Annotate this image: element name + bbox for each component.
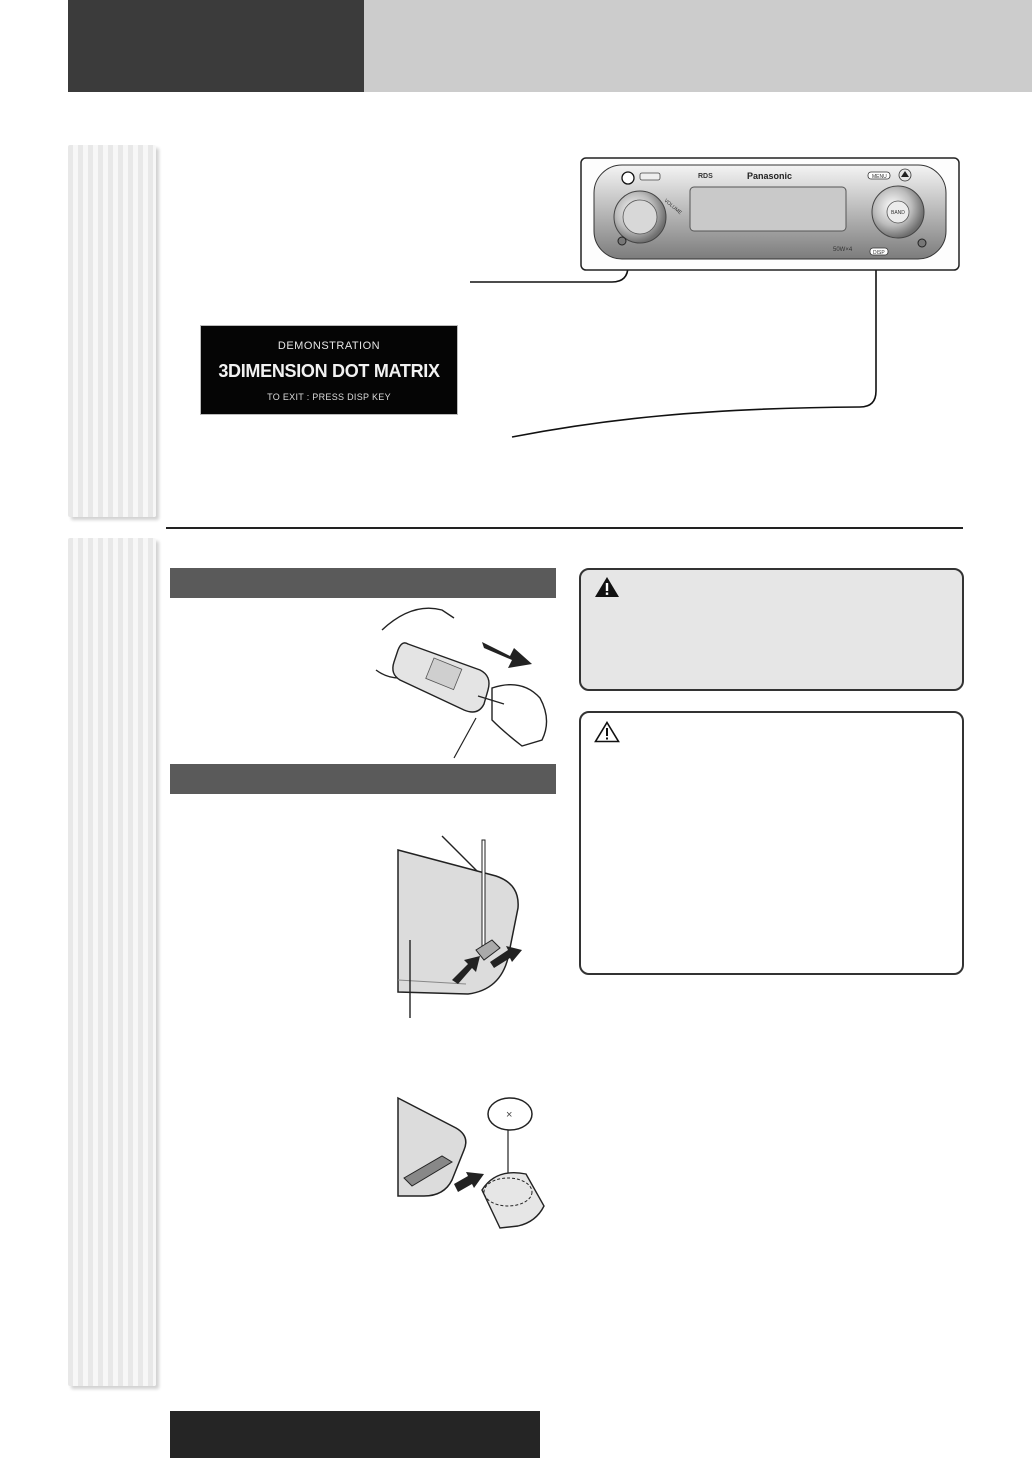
warning-box: [579, 568, 964, 691]
battery-plus-mark: ×: [506, 1109, 512, 1121]
remote-removal-illustration: [375, 607, 548, 759]
section-bar-2: [170, 764, 556, 794]
demo-line-2: 3DIMENSION DOT MATRIX: [218, 361, 440, 381]
section-divider: [166, 527, 963, 529]
svg-text:Panasonic: Panasonic: [747, 171, 792, 181]
side-tab-top: [68, 145, 156, 517]
eject-icon: [901, 171, 909, 177]
caution-triangle-icon: [594, 721, 620, 743]
car-stereo-illustration: Panasonic RDS VOLUME MENU DISP 50W×4 BAN…: [580, 157, 960, 271]
battery-insert-illustration: ×: [397, 1096, 545, 1229]
caution-box: [579, 711, 964, 975]
footer-bar: [170, 1411, 540, 1458]
svg-text:50W×4: 50W×4: [833, 247, 853, 253]
header-dark-block: [68, 0, 364, 92]
svg-text:RDS: RDS: [698, 173, 713, 180]
remote-pin-illustration: [397, 835, 522, 1018]
svg-text:BAND: BAND: [891, 210, 905, 216]
header-light-block: [364, 0, 1032, 92]
warning-triangle-icon: [595, 577, 619, 597]
demo-display: DEMONSTRATION 3DIMENSION DOT MATRIX TO E…: [200, 325, 458, 415]
svg-text:DISP: DISP: [873, 250, 885, 256]
side-tab-bottom: [68, 538, 156, 1386]
demo-line-1: DEMONSTRATION: [277, 340, 381, 352]
svg-text:MENU: MENU: [872, 174, 887, 180]
demo-line-3: TO EXIT : PRESS DISP KEY: [267, 392, 391, 402]
section-bar-1: [170, 568, 556, 598]
